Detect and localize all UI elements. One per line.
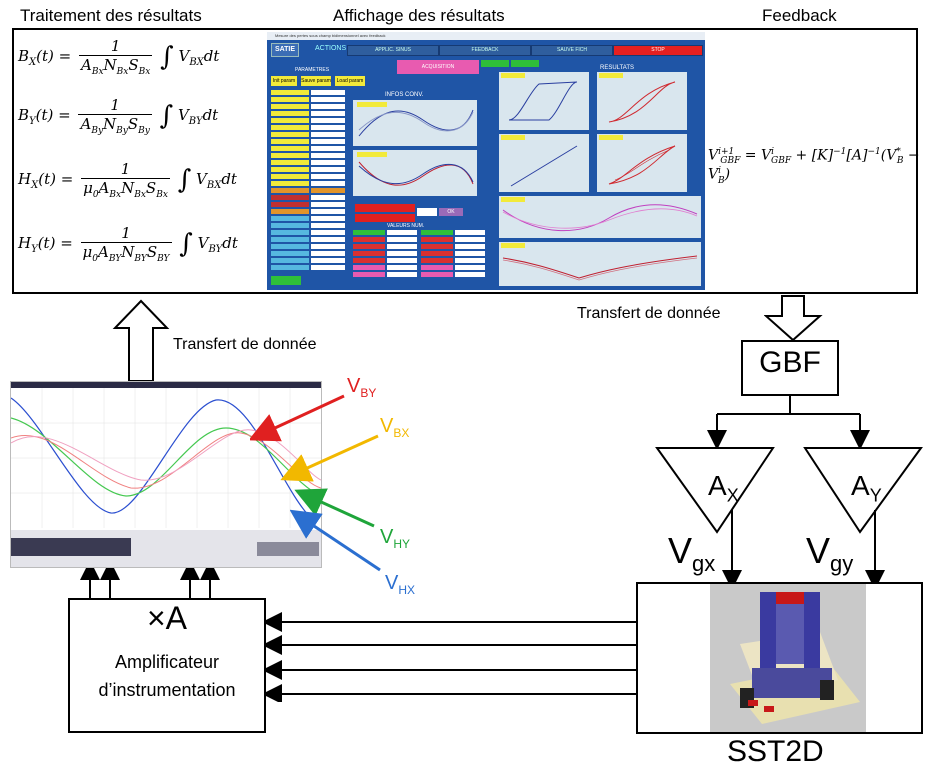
mode-toggle-1[interactable] xyxy=(481,60,509,67)
signal-label-arrow-hx xyxy=(290,509,381,572)
warning-bar-1 xyxy=(355,204,415,212)
conv-plot-1 xyxy=(353,100,477,146)
ok-button[interactable]: OK xyxy=(439,208,463,216)
mode-toggle-2[interactable] xyxy=(511,60,539,67)
green-status-button[interactable] xyxy=(271,276,301,285)
plot-cycle-bx-hx xyxy=(499,72,589,130)
params-label: PARAMETRES xyxy=(295,67,330,73)
signal-label-arrows xyxy=(250,394,379,528)
scope-menubar xyxy=(11,382,321,388)
vgy-letter: V xyxy=(806,530,831,571)
vbx-sub: BX xyxy=(393,426,410,440)
sauve-param-button[interactable]: Sauve param xyxy=(301,76,331,86)
signal-label-vhy: VHY xyxy=(380,526,410,551)
load-param-button[interactable]: Load param xyxy=(335,76,365,86)
software-titlebar: Mesure des pertes sous champ bidimension… xyxy=(267,32,705,40)
signal-label-vby: VBY xyxy=(347,375,376,400)
plot-cycle-by-hy xyxy=(597,72,687,130)
vby-main: V xyxy=(347,375,361,397)
conv-plot-2 xyxy=(353,150,477,196)
software-screenshot: Mesure des pertes sous champ bidimension… xyxy=(267,32,705,290)
amp-y-letter: A xyxy=(851,470,870,501)
amp-x-label: AX xyxy=(708,470,739,507)
vgx-label: Vgx xyxy=(668,530,715,577)
vby-sub: BY xyxy=(360,386,377,400)
gbf-box xyxy=(741,340,839,396)
plot-cycle-bx-hy xyxy=(597,134,687,192)
vhy-main: V xyxy=(380,526,394,548)
num-values-table xyxy=(353,230,485,277)
sst2d-device-image xyxy=(710,584,866,732)
amp-x-letter: A xyxy=(708,470,727,501)
tab-applic-sinus[interactable]: APPLIC. SINUS xyxy=(347,45,439,56)
header-traitement: Traitement des résultats xyxy=(20,6,202,25)
warning-bar-2 xyxy=(355,214,415,222)
equation-feedback: Vi+1GBF = ViGBF + [K]−1[A]−1(V*B − ViB) xyxy=(708,147,920,186)
amp-to-scope-arrows xyxy=(80,560,220,598)
transfer-arrow-right xyxy=(764,295,823,342)
parameter-list xyxy=(271,90,345,270)
vgy-sub: gy xyxy=(830,551,854,577)
signal-arrows xyxy=(262,612,636,702)
amp-y-sub: Y xyxy=(869,485,882,506)
satie-logo: SATIE xyxy=(271,43,299,57)
sst2d-label: SST2D xyxy=(727,735,824,768)
acquisition-button[interactable]: ACQUISITION xyxy=(397,60,479,74)
tab-sauve-fich[interactable]: SAUVE FICH xyxy=(531,45,613,56)
vbx-main: V xyxy=(380,415,394,437)
gbf-label: GBF xyxy=(759,346,821,379)
transfer-label-right: Transfert de donnée xyxy=(577,305,721,322)
scope-timebase xyxy=(257,542,319,556)
vhx-sub: HX xyxy=(398,583,416,597)
amp-x-sub: X xyxy=(726,485,739,506)
instrumentation-amplifier-box xyxy=(68,598,266,733)
signal-label-vhx: VHX xyxy=(385,572,415,597)
instrum-line-1: Amplificateur xyxy=(114,652,220,672)
actions-label: ACTIONS xyxy=(315,45,347,52)
vhx-main: V xyxy=(385,572,399,594)
transfer-label-left: Transfert de donnée xyxy=(173,336,317,353)
plot-h-t xyxy=(499,242,701,286)
vhy-sub: HY xyxy=(393,537,411,551)
signal-label-vbx: VBX xyxy=(380,415,409,440)
vgx-letter: V xyxy=(668,530,693,571)
scope-waveforms xyxy=(11,388,321,528)
valeurs-num-label: VALEURS NUM. xyxy=(387,223,425,229)
infos-conv-label: INFOS CONV. xyxy=(385,92,424,98)
vgx-sub: gx xyxy=(692,551,716,577)
tab-feedback[interactable]: FEEDBACK xyxy=(439,45,531,56)
instrum-gain-label: ×A xyxy=(146,600,188,636)
tab-stop[interactable]: STOP xyxy=(613,45,703,56)
plot-cycle-b-h xyxy=(499,134,589,192)
results-label: RESULTATS xyxy=(600,65,635,71)
instrum-line-2: d’instrumentation xyxy=(98,680,236,700)
amp-y-label: AY xyxy=(851,470,882,507)
header-affichage: Affichage des résultats xyxy=(333,6,505,25)
plot-bx-by-t xyxy=(499,196,701,238)
oscilloscope-screenshot xyxy=(10,381,322,568)
header-feedback: Feedback xyxy=(762,6,837,25)
init-param-button[interactable]: Init param xyxy=(271,76,297,86)
input-field[interactable] xyxy=(417,208,437,216)
vgy-label: Vgy xyxy=(806,530,853,577)
scope-channel-readouts xyxy=(11,538,131,556)
transfer-arrow-left xyxy=(112,299,170,382)
amplifier-stage xyxy=(655,396,923,590)
